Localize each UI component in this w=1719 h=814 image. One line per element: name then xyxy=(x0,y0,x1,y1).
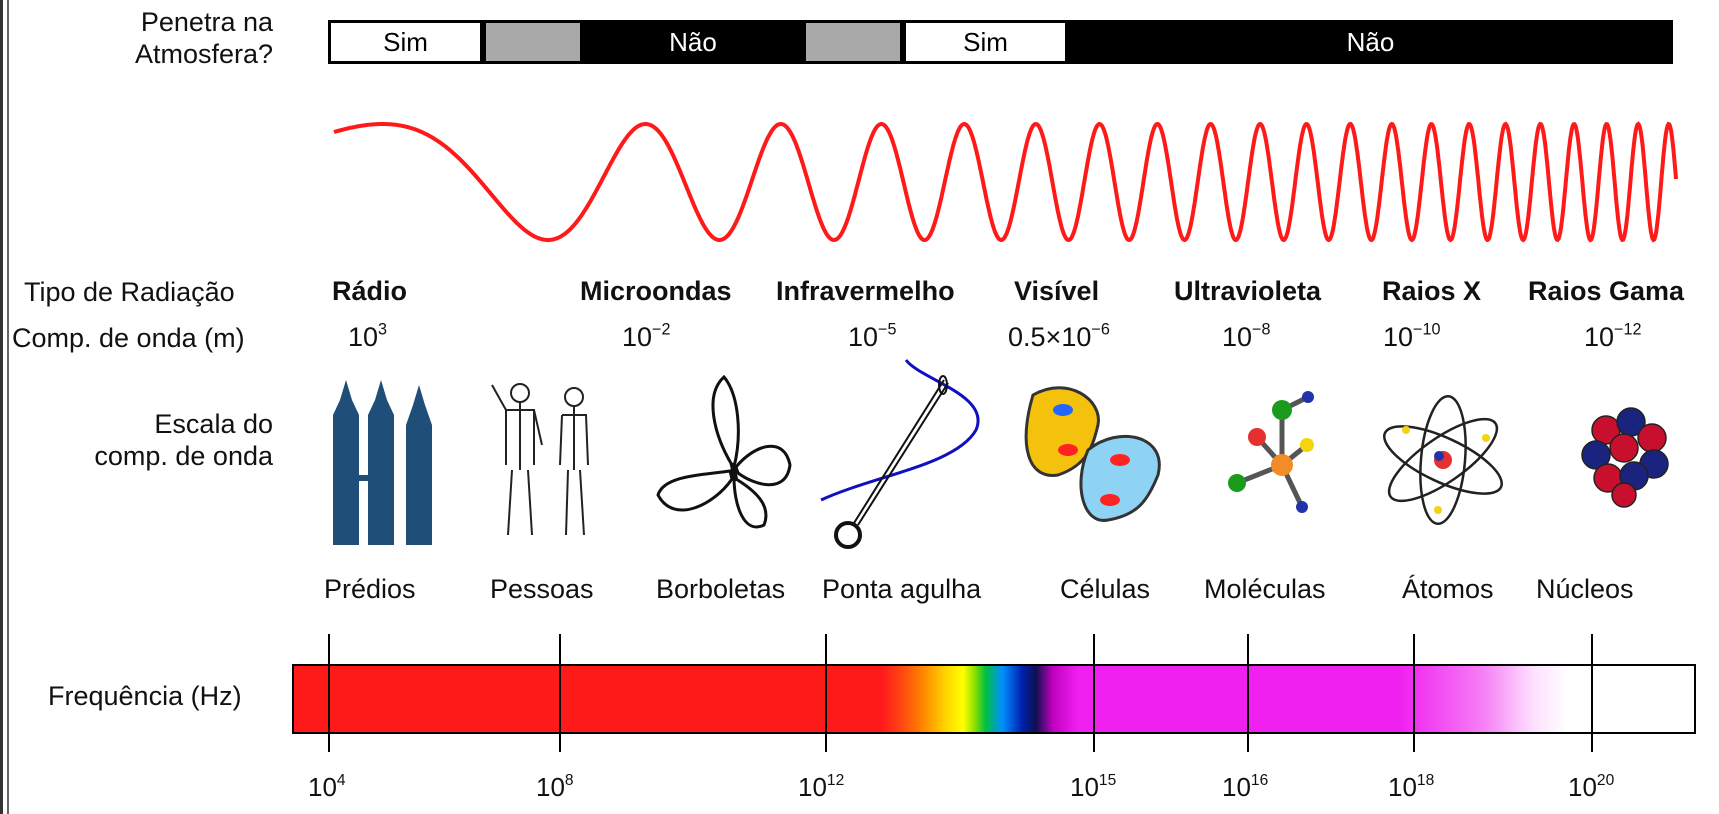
radiation-microwave: Microondas xyxy=(580,276,732,306)
wl-base: 10 xyxy=(1383,322,1414,352)
freq-base: 10 xyxy=(1222,772,1251,802)
label-wavelength: Comp. de onda (m) xyxy=(12,323,245,353)
wl-exp: −8 xyxy=(1252,320,1271,339)
radiation-infrared: Infravermelho xyxy=(776,276,955,306)
object-people: Pessoas xyxy=(490,574,594,604)
band-nao-1: Não xyxy=(583,20,803,64)
wavelength-radio: 103 xyxy=(348,322,387,353)
wl-mantissa: 0.5× xyxy=(1008,322,1062,352)
freq-exp: 15 xyxy=(1098,772,1117,790)
band-label: Não xyxy=(669,26,717,57)
radiation-ultraviolet: Ultravioleta xyxy=(1174,276,1322,306)
freq-exp: 16 xyxy=(1250,772,1269,790)
freq-exp: 18 xyxy=(1416,772,1435,790)
freq-base: 10 xyxy=(1388,772,1417,802)
band-sim-2: Sim xyxy=(903,20,1068,64)
band-label: Sim xyxy=(383,26,428,57)
atom-icon xyxy=(1383,394,1503,526)
wl-exp: −12 xyxy=(1614,320,1642,339)
label-penetrates-line2: Atmosfera? xyxy=(134,39,273,70)
band-nao-2: Não xyxy=(1068,20,1673,64)
radiation-gamma: Raios Gama xyxy=(1528,276,1685,306)
freq-exp: 4 xyxy=(336,772,346,790)
object-butterflies: Borboletas xyxy=(656,574,786,604)
freq-base: 10 xyxy=(1070,772,1099,802)
wl-base: 10 xyxy=(348,322,379,352)
label-scale: Escala do comp. de onda xyxy=(94,408,273,473)
wave-graphic xyxy=(333,121,1678,243)
radiation-xray: Raios X xyxy=(1382,276,1482,306)
freq-base: 10 xyxy=(308,772,337,802)
freq-exp: 12 xyxy=(826,772,845,790)
wl-exp: −2 xyxy=(652,320,671,339)
freq-label-1e8: 108 xyxy=(536,772,574,803)
object-atoms: Átomos xyxy=(1402,574,1494,604)
wl-base: 10 xyxy=(1222,322,1253,352)
wavelength-gamma: 10−12 xyxy=(1584,322,1642,353)
band-partial-2 xyxy=(803,20,903,64)
wave-line xyxy=(333,121,1678,243)
freq-base: 10 xyxy=(798,772,827,802)
object-cells: Células xyxy=(1060,574,1151,604)
wl-base: 10 xyxy=(622,322,653,352)
freq-label-1e16: 1016 xyxy=(1222,772,1268,803)
freq-label-1e20: 1020 xyxy=(1568,772,1614,803)
molecule-icon xyxy=(1228,391,1314,513)
radiation-visible: Visível xyxy=(1014,276,1100,306)
wl-base: 10 xyxy=(1584,322,1615,352)
label-penetrates-line1: Penetra na xyxy=(140,7,273,37)
needle-icon xyxy=(820,359,980,549)
freq-label-1e12: 1012 xyxy=(798,772,844,803)
freq-label-1e4: 104 xyxy=(308,772,346,803)
wl-base: 10 xyxy=(1061,322,1092,352)
object-nuclei: Núcleos xyxy=(1536,574,1634,604)
frequency-bar xyxy=(292,664,1696,734)
freq-exp: 20 xyxy=(1596,772,1615,790)
label-frequency: Frequência (Hz) xyxy=(48,681,242,711)
label-scale-line2: comp. de onda xyxy=(94,441,273,472)
wavelength-visible: 0.5×10−6 xyxy=(1008,322,1110,353)
butterfly-icon xyxy=(656,375,792,529)
wl-exp: −6 xyxy=(1091,320,1110,339)
freq-label-1e15: 1015 xyxy=(1070,772,1116,803)
wavelength-xray: 10−10 xyxy=(1383,322,1441,353)
window-edge xyxy=(0,0,3,814)
object-buildings: Prédios xyxy=(324,574,416,604)
freq-base: 10 xyxy=(1568,772,1597,802)
freq-label-1e18: 1018 xyxy=(1388,772,1434,803)
wl-exp: 3 xyxy=(378,320,388,339)
buildings-icon xyxy=(333,380,432,545)
band-partial-1 xyxy=(483,20,583,64)
wl-base: 10 xyxy=(848,322,879,352)
band-sim-1: Sim xyxy=(328,20,483,64)
object-molecules: Moléculas xyxy=(1204,574,1326,604)
wavelength-microwave: 10−2 xyxy=(622,322,671,353)
wavelength-ultraviolet: 10−8 xyxy=(1222,322,1271,353)
band-label: Não xyxy=(1346,26,1395,57)
wl-exp: −10 xyxy=(1413,320,1441,339)
cells-icon xyxy=(1024,386,1161,522)
wl-exp: −5 xyxy=(878,320,897,339)
object-needle-tip: Ponta agulha xyxy=(822,574,982,604)
band-label: Sim xyxy=(963,26,1008,57)
wavelength-infrared: 10−5 xyxy=(848,322,897,353)
people-icon xyxy=(491,383,589,536)
label-scale-line1: Escala do xyxy=(154,409,273,439)
label-radiation-type: Tipo de Radiação xyxy=(24,277,235,307)
radiation-radio: Rádio xyxy=(332,276,408,306)
label-penetrates: Penetra na Atmosfera? xyxy=(135,6,273,71)
window-edge-inner xyxy=(7,0,9,814)
freq-exp: 8 xyxy=(564,772,574,790)
nucleus-icon xyxy=(1581,407,1669,508)
freq-base: 10 xyxy=(536,772,565,802)
